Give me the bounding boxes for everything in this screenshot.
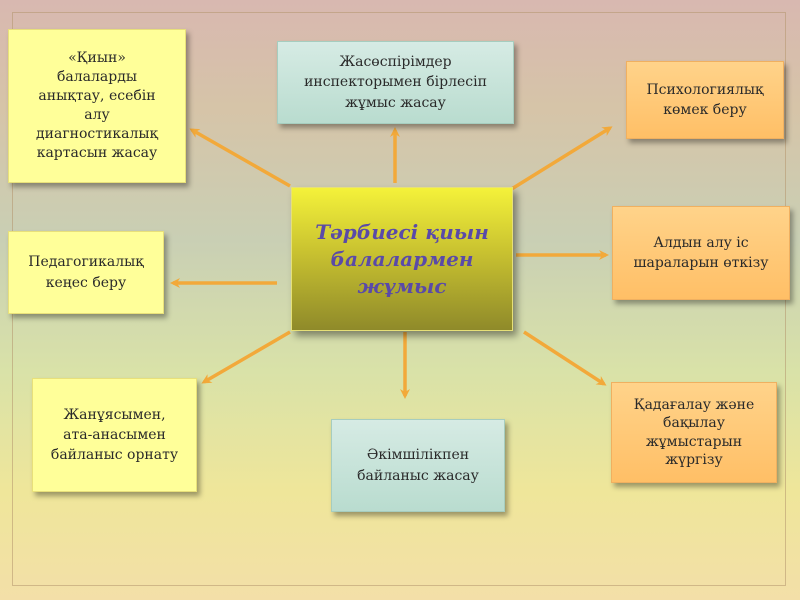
node-line: Жасөспірімдер bbox=[339, 54, 452, 71]
node-line: жұмыстарын bbox=[645, 433, 743, 450]
center-line: балалармен bbox=[330, 246, 474, 271]
node-inspectors: Жасөспірімдер инспекторымен бірлесіп жұм… bbox=[277, 41, 514, 124]
node-diagnostic: «Қиын» балаларды анықтау, есебін алу диа… bbox=[8, 29, 186, 183]
node-line: жұмыс жасау bbox=[345, 94, 446, 111]
node-line: Психологиялық bbox=[646, 81, 764, 98]
node-psych: Психологиялық көмек беру bbox=[626, 61, 784, 139]
node-pedagogical: Педагогикалық кеңес беру bbox=[8, 231, 164, 314]
arrow-to-control bbox=[523, 330, 607, 386]
node-line: картасын жасау bbox=[36, 144, 158, 161]
node-line: Алдын алу іс bbox=[653, 234, 749, 251]
node-prevention: Алдын алу іс шараларын өткізу bbox=[612, 206, 790, 300]
node-line: Әкімшілікпен bbox=[366, 447, 470, 464]
center-line: Тәрбиесі қиын bbox=[315, 219, 489, 244]
node-line: байланыс жасау bbox=[357, 467, 479, 484]
node-line: шараларын өткізу bbox=[633, 255, 769, 271]
node-line: инспекторымен бірлесіп bbox=[304, 74, 487, 91]
node-line: ата-анасымен bbox=[63, 426, 166, 443]
node-line: бақылау bbox=[663, 415, 725, 432]
node-line: Жанұясымен, bbox=[63, 406, 166, 423]
node-line: анықтау, есебін bbox=[38, 88, 156, 105]
node-line: алу bbox=[84, 107, 110, 123]
node-line: байланыс орнату bbox=[50, 447, 179, 464]
arrow-to-family bbox=[201, 330, 291, 384]
node-control: Қадағалау және бақылау жұмыстарын жүргіз… bbox=[611, 382, 777, 483]
node-line: диагностикалық bbox=[36, 125, 158, 142]
node-line: «Қиын» bbox=[68, 50, 126, 67]
center-topic: Тәрбиесі қиын балалармен жұмыс bbox=[291, 187, 513, 331]
node-line: жүргізу bbox=[665, 451, 723, 468]
arrow-to-diagnostic bbox=[189, 128, 291, 188]
node-line: көмек беру bbox=[663, 102, 747, 118]
node-line: Педагогикалық bbox=[28, 254, 144, 271]
arrow-to-psych bbox=[509, 126, 613, 192]
node-family: Жанұясымен, ата-анасымен байланыс орнату bbox=[32, 378, 197, 492]
center-line: жұмыс bbox=[357, 273, 447, 298]
node-admin: Әкімшілікпен байланыс жасау bbox=[331, 419, 505, 512]
node-line: балаларды bbox=[57, 69, 137, 86]
node-line: Қадағалау және bbox=[633, 397, 755, 414]
node-line: кеңес беру bbox=[45, 274, 127, 291]
